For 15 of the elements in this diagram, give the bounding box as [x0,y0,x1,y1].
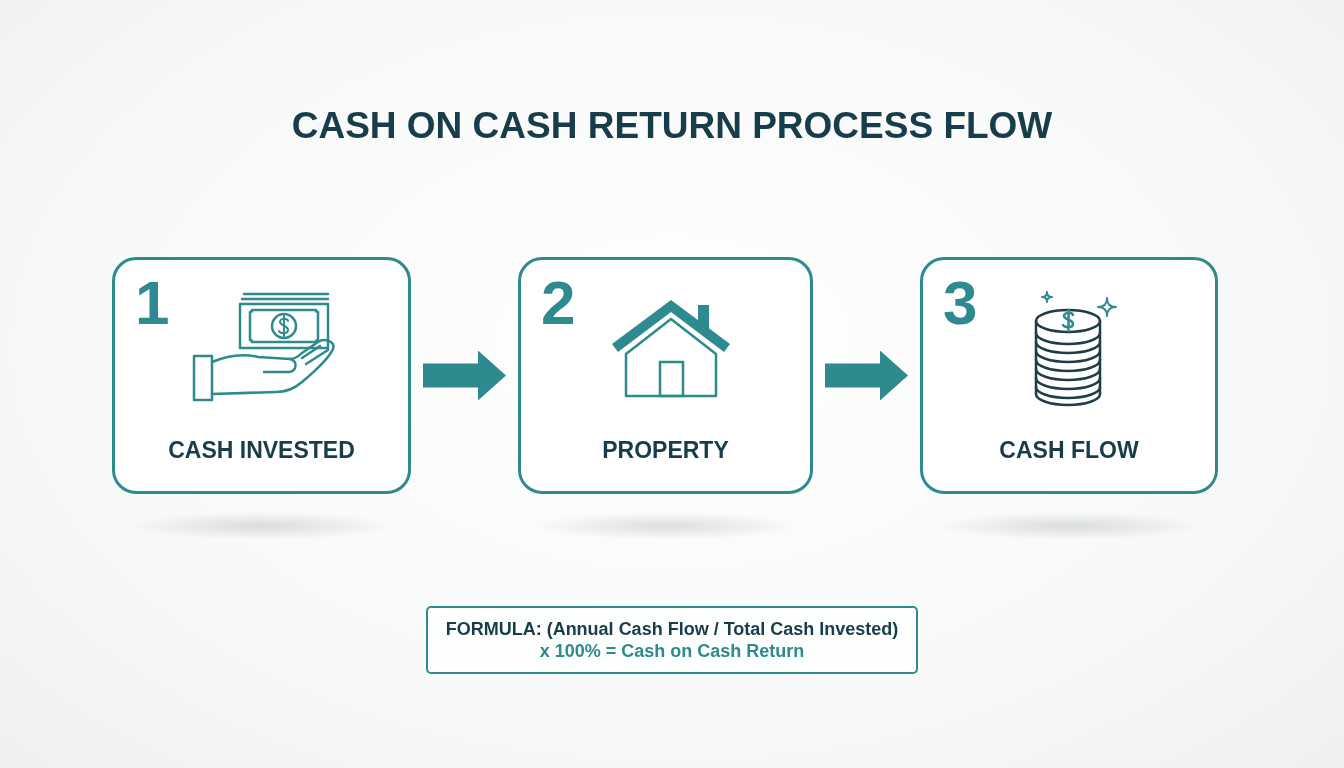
step-label: PROPERTY [602,436,729,463]
title: CASH ON CASH RETURN PROCESS FLOW [291,104,1053,148]
step-card [518,257,813,494]
step-number: 2 [541,272,576,334]
step-card [112,257,411,494]
step-label: CASH INVESTED [168,436,355,463]
step-card [920,257,1218,494]
formula-text: FORMULA: (Annual Cash Flow / Total Cash Invested) [445,617,899,640]
step-label: CASH FLOW [999,436,1139,463]
step-number: 3 [943,272,978,334]
step-number: 1 [135,272,170,334]
formula-text: x 100% = Cash on Cash Return [539,640,805,663]
arrow [825,350,908,401]
arrow [423,350,506,401]
formula-box [426,606,918,674]
